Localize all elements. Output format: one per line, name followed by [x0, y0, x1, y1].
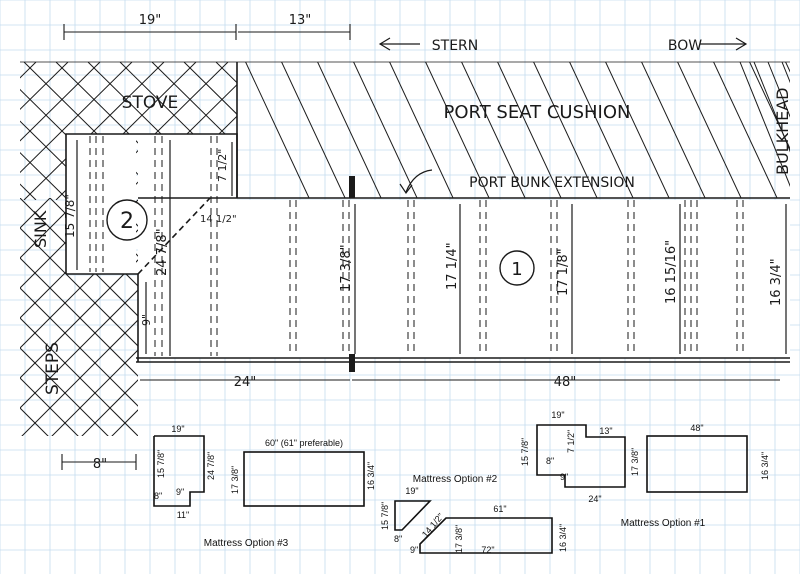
option-3-big-piece — [243, 451, 365, 507]
bottom-marker — [349, 354, 355, 372]
option-2-small-piece — [394, 500, 432, 531]
bow-label: BOW — [668, 38, 702, 54]
option-2-big-top: 61" — [493, 504, 506, 514]
option-2-big-left: 9" — [410, 545, 418, 555]
option-1-big-top: 48" — [690, 423, 703, 433]
option-3-small-piece — [153, 435, 205, 507]
port-marker — [349, 176, 355, 198]
port-seat-cushion-label: PORT SEAT CUSHION — [443, 102, 630, 123]
port-bunk-extension-label: PORT BUNK EXTENSION — [469, 175, 635, 191]
bunk-outlines — [20, 61, 790, 363]
dim-8-label: 8" — [93, 457, 107, 472]
option-3-big-left: 17 3/8" — [230, 466, 240, 494]
option-3-big-top: 60" (61" preferable) — [265, 438, 343, 448]
option-3-big-right: 16 3/4" — [366, 462, 376, 490]
dim-24-label: 24" — [234, 375, 257, 390]
bunk-1-circle — [499, 250, 535, 286]
dim-13-label: 13" — [289, 13, 312, 28]
dim-7-12-label: 7 1/2" — [216, 149, 229, 182]
dim-24-78-label: 24 7/8" — [155, 228, 170, 276]
steps-label: STEPS — [43, 342, 63, 395]
mattress-option-1: 19" 15 7/8" 7 1/2" 13" 8" 9" 24" 48" 17 … — [520, 410, 770, 529]
option-3-small-left: 15 7/8" — [156, 450, 166, 478]
sink-label: SINK — [31, 210, 50, 248]
option-2-small-left: 15 7/8" — [380, 502, 390, 530]
option-1-big-left: 17 3/8" — [630, 448, 640, 476]
option-1-small-left: 15 7/8" — [520, 438, 530, 466]
stern-label: STERN — [432, 38, 478, 54]
dim-17-14-label: 17 1/4" — [445, 242, 460, 290]
seat-cushion-hatch — [239, 62, 790, 198]
option-2-big-piece — [419, 517, 553, 554]
dim-17-38-label: 17 3/8" — [339, 244, 354, 292]
bunk-1-number: 1 — [511, 259, 522, 280]
dim-19-label: 19" — [139, 13, 162, 28]
option-1-big-right: 16 3/4" — [760, 452, 770, 480]
horizontal-dimension-lines — [61, 24, 780, 470]
mattress-option-2: Mattress Option #2 19" 15 7/8" 8" 61" 14… — [380, 474, 568, 555]
option-1-small-left-low: 8" — [546, 456, 554, 466]
option-1-small-bottom: 24" — [588, 494, 601, 504]
option-1-small-piece — [536, 424, 626, 488]
dim-14-12-label: 14 1/2" — [200, 214, 237, 225]
dim-15-78-label: 15 7/8" — [63, 194, 77, 238]
option-3-caption: Mattress Option #3 — [204, 538, 289, 549]
dim-17-18-label: 17 1/8" — [556, 248, 571, 296]
bunk-2-circle — [106, 199, 148, 241]
option-2-small-bottom-left: 8" — [394, 534, 402, 544]
option-3-small-bottom: 11" — [177, 510, 190, 520]
option-2-small-top: 19" — [405, 486, 418, 496]
dim-48-label: 48" — [554, 375, 577, 390]
option-1-small-bottom-left: 9" — [560, 472, 568, 482]
option-2-big-bottom: 72" — [481, 545, 494, 555]
bunk-2-number: 2 — [120, 209, 134, 234]
option-1-big-piece — [646, 435, 748, 493]
dim-9-label: 9" — [140, 314, 153, 326]
dim-16-1516-label: 16 15/16" — [664, 240, 679, 304]
bunk-1-area — [138, 200, 790, 358]
option-1-caption: Mattress Option #1 — [621, 518, 706, 529]
mattress-option-3: 19" 15 7/8" 24 7/8" 9" 8" 11" 60" (61" p… — [153, 424, 376, 549]
dim-16-34-label: 16 3/4" — [769, 258, 784, 306]
vertical-dimension-arrows — [76, 140, 787, 356]
option-3-small-top: 19" — [171, 424, 184, 434]
direction-arrows — [378, 37, 748, 195]
option-3-small-inner: 9" — [176, 487, 184, 497]
option-3-small-bottom-left: 8" — [154, 491, 162, 501]
option-1-small-inner-v: 7 1/2" — [566, 430, 576, 453]
stove-label: STOVE — [122, 93, 179, 113]
bulkhead-label: BULKHEAD — [773, 88, 792, 176]
bunk-2-area — [66, 134, 136, 274]
option-2-big-inner: 17 3/8" — [454, 525, 464, 553]
seam-lines — [89, 136, 744, 356]
option-1-small-inner-h: 13" — [599, 426, 612, 436]
option-2-caption: Mattress Option #2 — [413, 474, 498, 485]
option-2-big-right: 16 3/4" — [558, 524, 568, 552]
option-3-small-right: 24 7/8" — [206, 452, 216, 480]
option-1-small-top: 19" — [551, 410, 564, 420]
